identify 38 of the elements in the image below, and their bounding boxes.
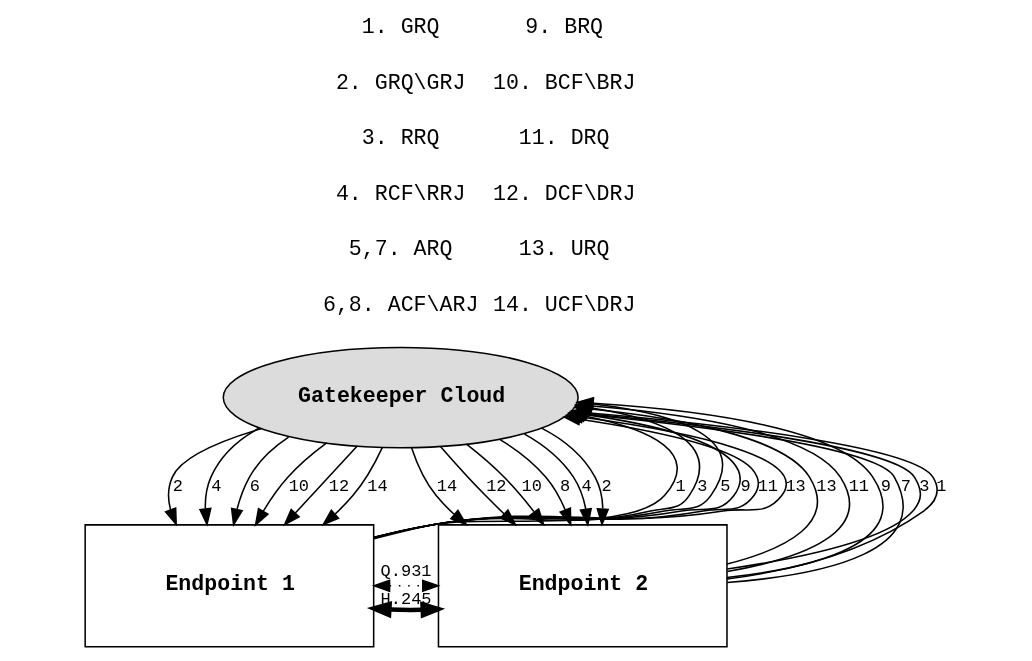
label: 9. BRQ (525, 15, 604, 40)
edge-label: 9 (740, 476, 751, 496)
edge-label: 7 (900, 476, 912, 496)
edge-label: 12 (328, 476, 350, 496)
edge-label: 2 (172, 476, 183, 496)
label: 13. URQ (518, 237, 610, 262)
label: 4. RCF\RRJ (335, 181, 466, 206)
edge-label: H.245 (380, 590, 432, 610)
edge-label: 4 (211, 476, 222, 496)
edge-label: 8 (559, 476, 571, 496)
edge-label: 9 (880, 476, 891, 496)
label: 2. GRQ\GRJ (335, 70, 466, 95)
label: 6,8. ACF\ARJ (322, 292, 479, 317)
label: 11. DRQ (518, 126, 610, 151)
edge-label: 4 (581, 476, 592, 496)
edge-label: 6 (249, 476, 260, 496)
label: 10. BCF\BRJ (492, 70, 636, 95)
label: 5,7. ARQ (348, 237, 453, 262)
label: 14. UCF\DRJ (492, 292, 636, 317)
label: 1. GRQ (361, 15, 440, 40)
edge-label: Q.931 (380, 562, 432, 582)
edge-label: 1 (675, 476, 686, 496)
edge-label: 10 (521, 476, 542, 496)
edge-label: 3 (697, 476, 708, 496)
edge-label: 12 (486, 476, 507, 496)
label: 12. DCF\DRJ (492, 181, 636, 206)
edge-label: 5 (720, 476, 731, 496)
edge-label: 13 (785, 476, 806, 496)
edge-label: 10 (288, 476, 310, 496)
edge-label: 11 (848, 476, 870, 496)
edge-label: 14 (436, 476, 458, 496)
edge-label: 11 (757, 476, 779, 496)
edge-label: 2 (601, 476, 612, 496)
edge-label: 14 (367, 476, 388, 496)
edge-label: 3 (919, 476, 930, 496)
edge-label: 1 (936, 476, 947, 496)
edge-label: 13 (816, 476, 837, 496)
label: 3. RRQ (361, 126, 440, 151)
